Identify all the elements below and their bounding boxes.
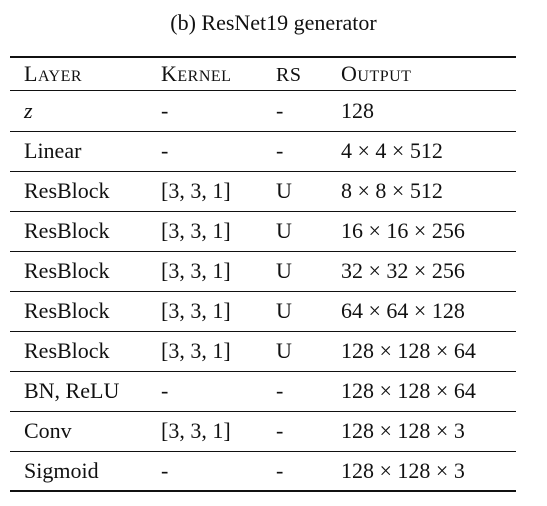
- row-rule: [10, 211, 516, 212]
- cell-layer: Linear: [24, 138, 82, 163]
- cell-layer: ResBlock: [24, 258, 110, 283]
- bottom-rule: [10, 490, 516, 492]
- cell-layer: ResBlock: [24, 218, 110, 243]
- table-caption: (b) ResNet19 generator: [170, 10, 377, 35]
- cell-rs: U: [276, 218, 292, 243]
- cell-layer: Conv: [24, 418, 72, 443]
- row-rule: [10, 451, 516, 452]
- cell-rs: -: [276, 418, 284, 443]
- row-rule: [10, 411, 516, 412]
- cell-output: 128 × 128 × 3: [341, 418, 465, 443]
- cell-kernel: [3, 3, 1]: [161, 338, 231, 363]
- cell-rs: U: [276, 338, 292, 363]
- cell-kernel: -: [161, 98, 169, 123]
- cell-rs: -: [276, 378, 284, 403]
- cell-kernel: [3, 3, 1]: [161, 258, 231, 283]
- header-layer: LAYER: [24, 60, 82, 91]
- cell-kernel: -: [161, 378, 169, 403]
- cell-output: 128: [341, 98, 374, 123]
- cell-rs: -: [276, 138, 284, 163]
- cell-output: 32 × 32 × 256: [341, 258, 465, 283]
- cell-rs: -: [276, 458, 284, 483]
- header-output-initial: O: [341, 61, 358, 86]
- cell-layer: ResBlock: [24, 298, 110, 323]
- header-kernel-initial: K: [161, 61, 178, 86]
- cell-output: 128 × 128 × 64: [341, 378, 476, 403]
- header-kernel: KERNEL: [161, 60, 231, 91]
- cell-layer: z: [24, 98, 33, 123]
- header-rs: RS: [276, 60, 301, 89]
- cell-layer: ResBlock: [24, 338, 110, 363]
- header-rule: [10, 90, 516, 91]
- row-rule: [10, 131, 516, 132]
- cell-kernel: [3, 3, 1]: [161, 178, 231, 203]
- cell-layer: ResBlock: [24, 178, 110, 203]
- cell-rs: U: [276, 298, 292, 323]
- header-layer-rest: AYER: [37, 68, 83, 85]
- cell-rs: -: [276, 98, 284, 123]
- header-output: OUTPUT: [341, 60, 411, 91]
- top-rule: [10, 56, 516, 58]
- cell-kernel: -: [161, 138, 169, 163]
- cell-kernel: [3, 3, 1]: [161, 298, 231, 323]
- cell-rs: U: [276, 258, 292, 283]
- cell-output: 128 × 128 × 64: [341, 338, 476, 363]
- cell-output: 128 × 128 × 3: [341, 458, 465, 483]
- header-rs-text: RS: [276, 64, 302, 86]
- header-kernel-rest: ERNEL: [177, 68, 232, 85]
- cell-kernel: [3, 3, 1]: [161, 418, 231, 443]
- row-rule: [10, 331, 516, 332]
- row-rule: [10, 171, 516, 172]
- cell-layer: Sigmoid: [24, 458, 99, 483]
- cell-output: 8 × 8 × 512: [341, 178, 443, 203]
- cell-output: 4 × 4 × 512: [341, 138, 443, 163]
- row-rule: [10, 291, 516, 292]
- cell-kernel: -: [161, 458, 169, 483]
- header-layer-initial: L: [24, 61, 38, 86]
- cell-rs: U: [276, 178, 292, 203]
- cell-output: 16 × 16 × 256: [341, 218, 465, 243]
- row-rule: [10, 251, 516, 252]
- row-rule: [10, 371, 516, 372]
- cell-output: 64 × 64 × 128: [341, 298, 465, 323]
- header-output-rest: UTPUT: [357, 68, 412, 85]
- cell-kernel: [3, 3, 1]: [161, 218, 231, 243]
- cell-layer: BN, ReLU: [24, 378, 120, 403]
